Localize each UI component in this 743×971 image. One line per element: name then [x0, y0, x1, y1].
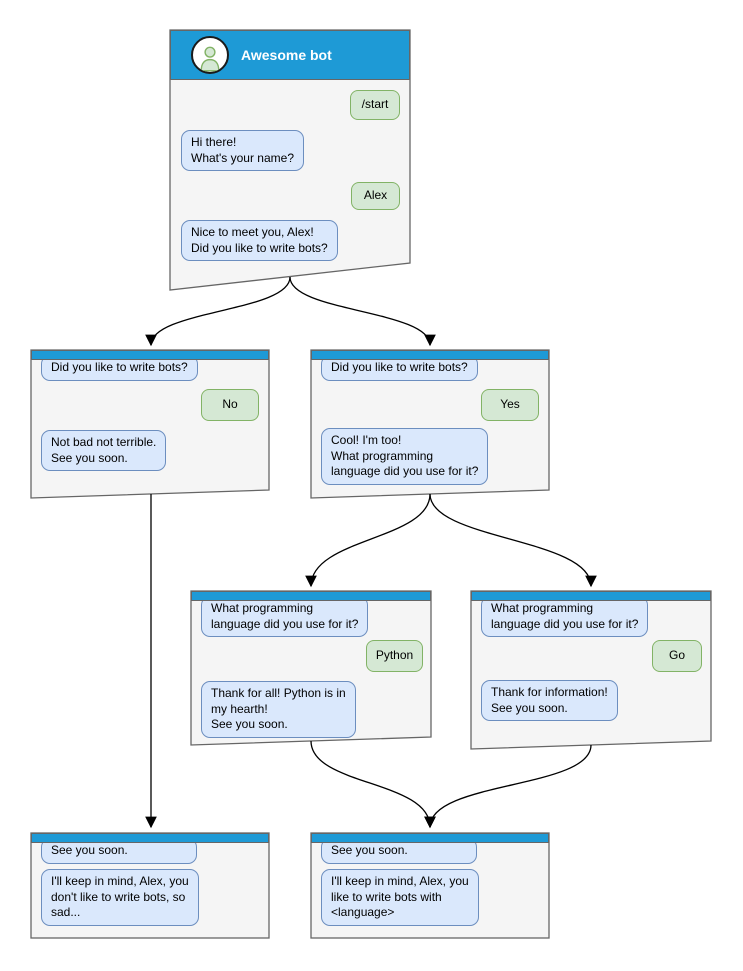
- edge-go-to-end-yes: [424, 744, 592, 829]
- edge-main-to-branch-no: [145, 276, 291, 347]
- window-end-yes-titlebar: [311, 833, 549, 843]
- edge-branch-yes-to-go: [429, 493, 597, 588]
- bot-message-bubble: I'll keep in mind, Alex, you like to wri…: [321, 869, 479, 926]
- bot-message-bubble: What programming language did you use fo…: [201, 596, 369, 638]
- user-message-bubble: Go: [652, 640, 702, 672]
- user-message-bubble: Python: [366, 640, 423, 672]
- window-branch-no-titlebar: [31, 350, 269, 360]
- bot-message-bubble: I'll keep in mind, Alex, you don't like …: [41, 869, 199, 926]
- edge-branch-yes-to-python: [305, 493, 431, 588]
- edge-main-to-branch-yes: [289, 276, 436, 347]
- bot-message-bubble: Cool! I'm too! What programming language…: [321, 428, 489, 485]
- bot-message-bubble: Thank for information! See you soon.: [481, 680, 618, 722]
- window-main-titlebar: Awesome bot: [170, 30, 410, 80]
- window-end-no-titlebar: [31, 833, 269, 843]
- bot-title: Awesome bot: [241, 47, 332, 63]
- bot-avatar: [191, 36, 229, 74]
- user-message-bubble: No: [201, 389, 259, 421]
- bot-message-bubble: Nice to meet you, Alex! Did you like to …: [181, 220, 338, 262]
- user-message-bubble: Yes: [481, 389, 539, 421]
- bot-message-bubble: Not bad not terrible. See you soon.: [41, 430, 167, 472]
- user-message-bubble: /start: [350, 90, 400, 120]
- window-branch-python-titlebar: [191, 591, 431, 601]
- bot-message-bubble: Thank for all! Python is in my hearth! S…: [201, 681, 356, 738]
- user-message-bubble: Alex: [351, 182, 400, 210]
- window-branch-go-titlebar: [471, 591, 711, 601]
- bot-message-bubble: What programming language did you use fo…: [481, 596, 649, 638]
- edge-python-to-end-yes: [310, 740, 436, 829]
- window-branch-yes-titlebar: [311, 350, 549, 360]
- bot-message-bubble: Hi there! What's your name?: [181, 130, 305, 172]
- person-icon: [200, 46, 220, 72]
